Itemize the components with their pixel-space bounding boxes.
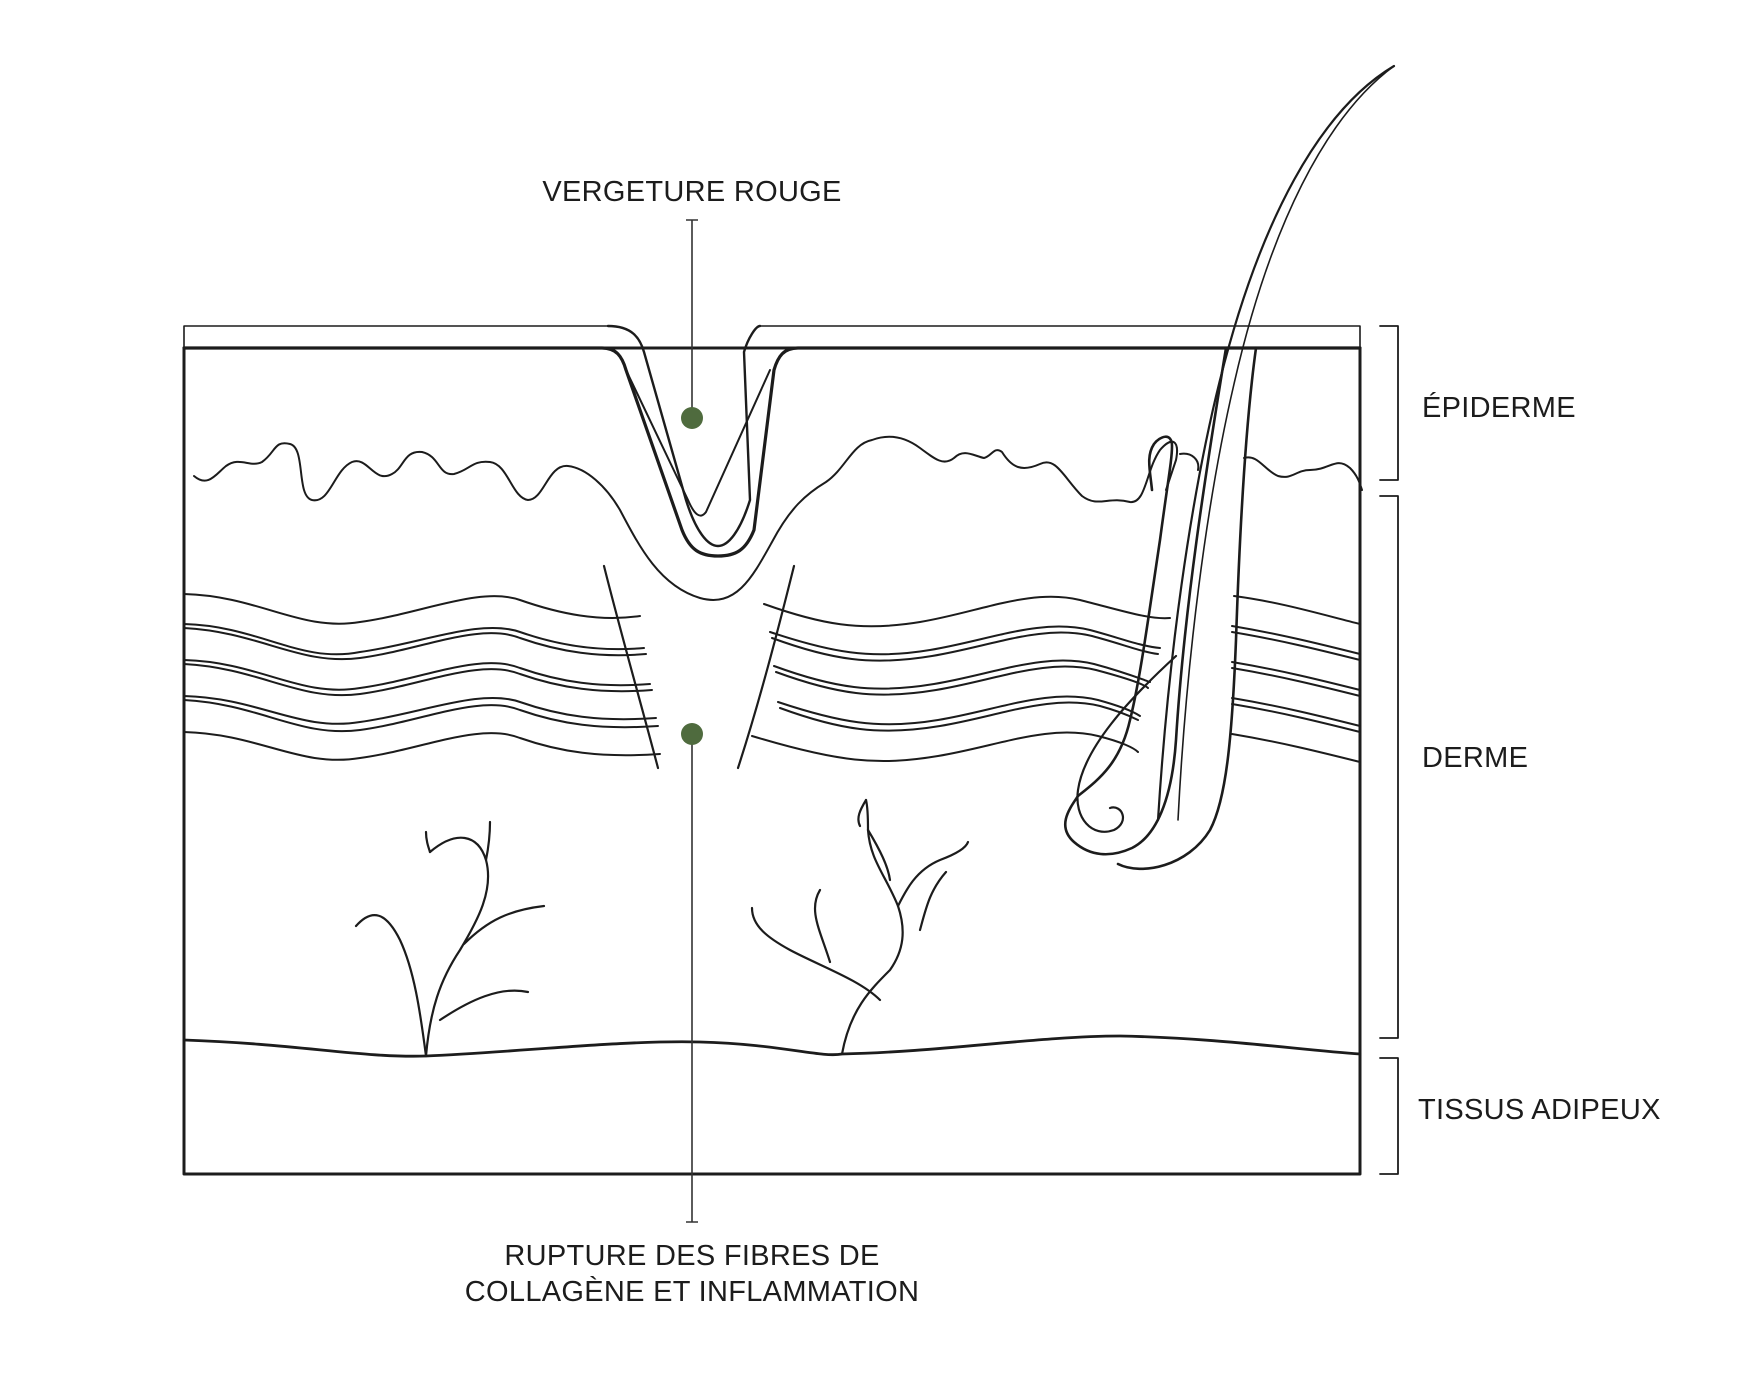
layer-label-derme: DERME (1422, 742, 1529, 774)
hair-bulb (1076, 654, 1178, 833)
hair-follicle (1063, 346, 1258, 871)
dermo-epidermal-junction (193, 435, 1363, 601)
stretch-mark-groove (182, 346, 1362, 558)
layer-label-epiderme: ÉPIDERME (1422, 392, 1576, 424)
dermis-fat-boundary (182, 1034, 1362, 1058)
fibre-tear-line-left (602, 564, 660, 770)
blood-vessels-right (750, 798, 970, 1056)
collagen-fibres-left (183, 593, 661, 761)
marker-dot-top (681, 407, 703, 429)
layer-label-tissus-adipeux: TISSUS ADIPEUX (1418, 1094, 1661, 1126)
stretch-mark-groove-inner (625, 369, 771, 517)
collagen-fibres-right (751, 595, 1361, 763)
callout-rupture-line2: COLLAGÈNE ET INFLAMMATION (464, 1276, 920, 1308)
leader-bottom (686, 734, 698, 1223)
bracket-fat (1379, 1057, 1399, 1175)
blood-vessels-left (354, 820, 546, 1058)
hair-shaft-inner (1177, 65, 1395, 821)
callout-vergeture-rouge: VERGETURE ROUGE (542, 176, 842, 208)
bracket-epidermis (1379, 325, 1399, 481)
leader-top (686, 219, 698, 412)
stretch-mark-groove-outer (606, 324, 762, 548)
callout-rupture-line1: RUPTURE DES FIBRES DE (504, 1240, 880, 1272)
marker-dot-bottom (681, 723, 703, 745)
bracket-dermis (1379, 495, 1399, 1039)
skin-block-outline (182, 346, 1362, 1176)
epidermis-top-band (183, 325, 1361, 349)
fibre-tear-line-right (736, 564, 796, 770)
